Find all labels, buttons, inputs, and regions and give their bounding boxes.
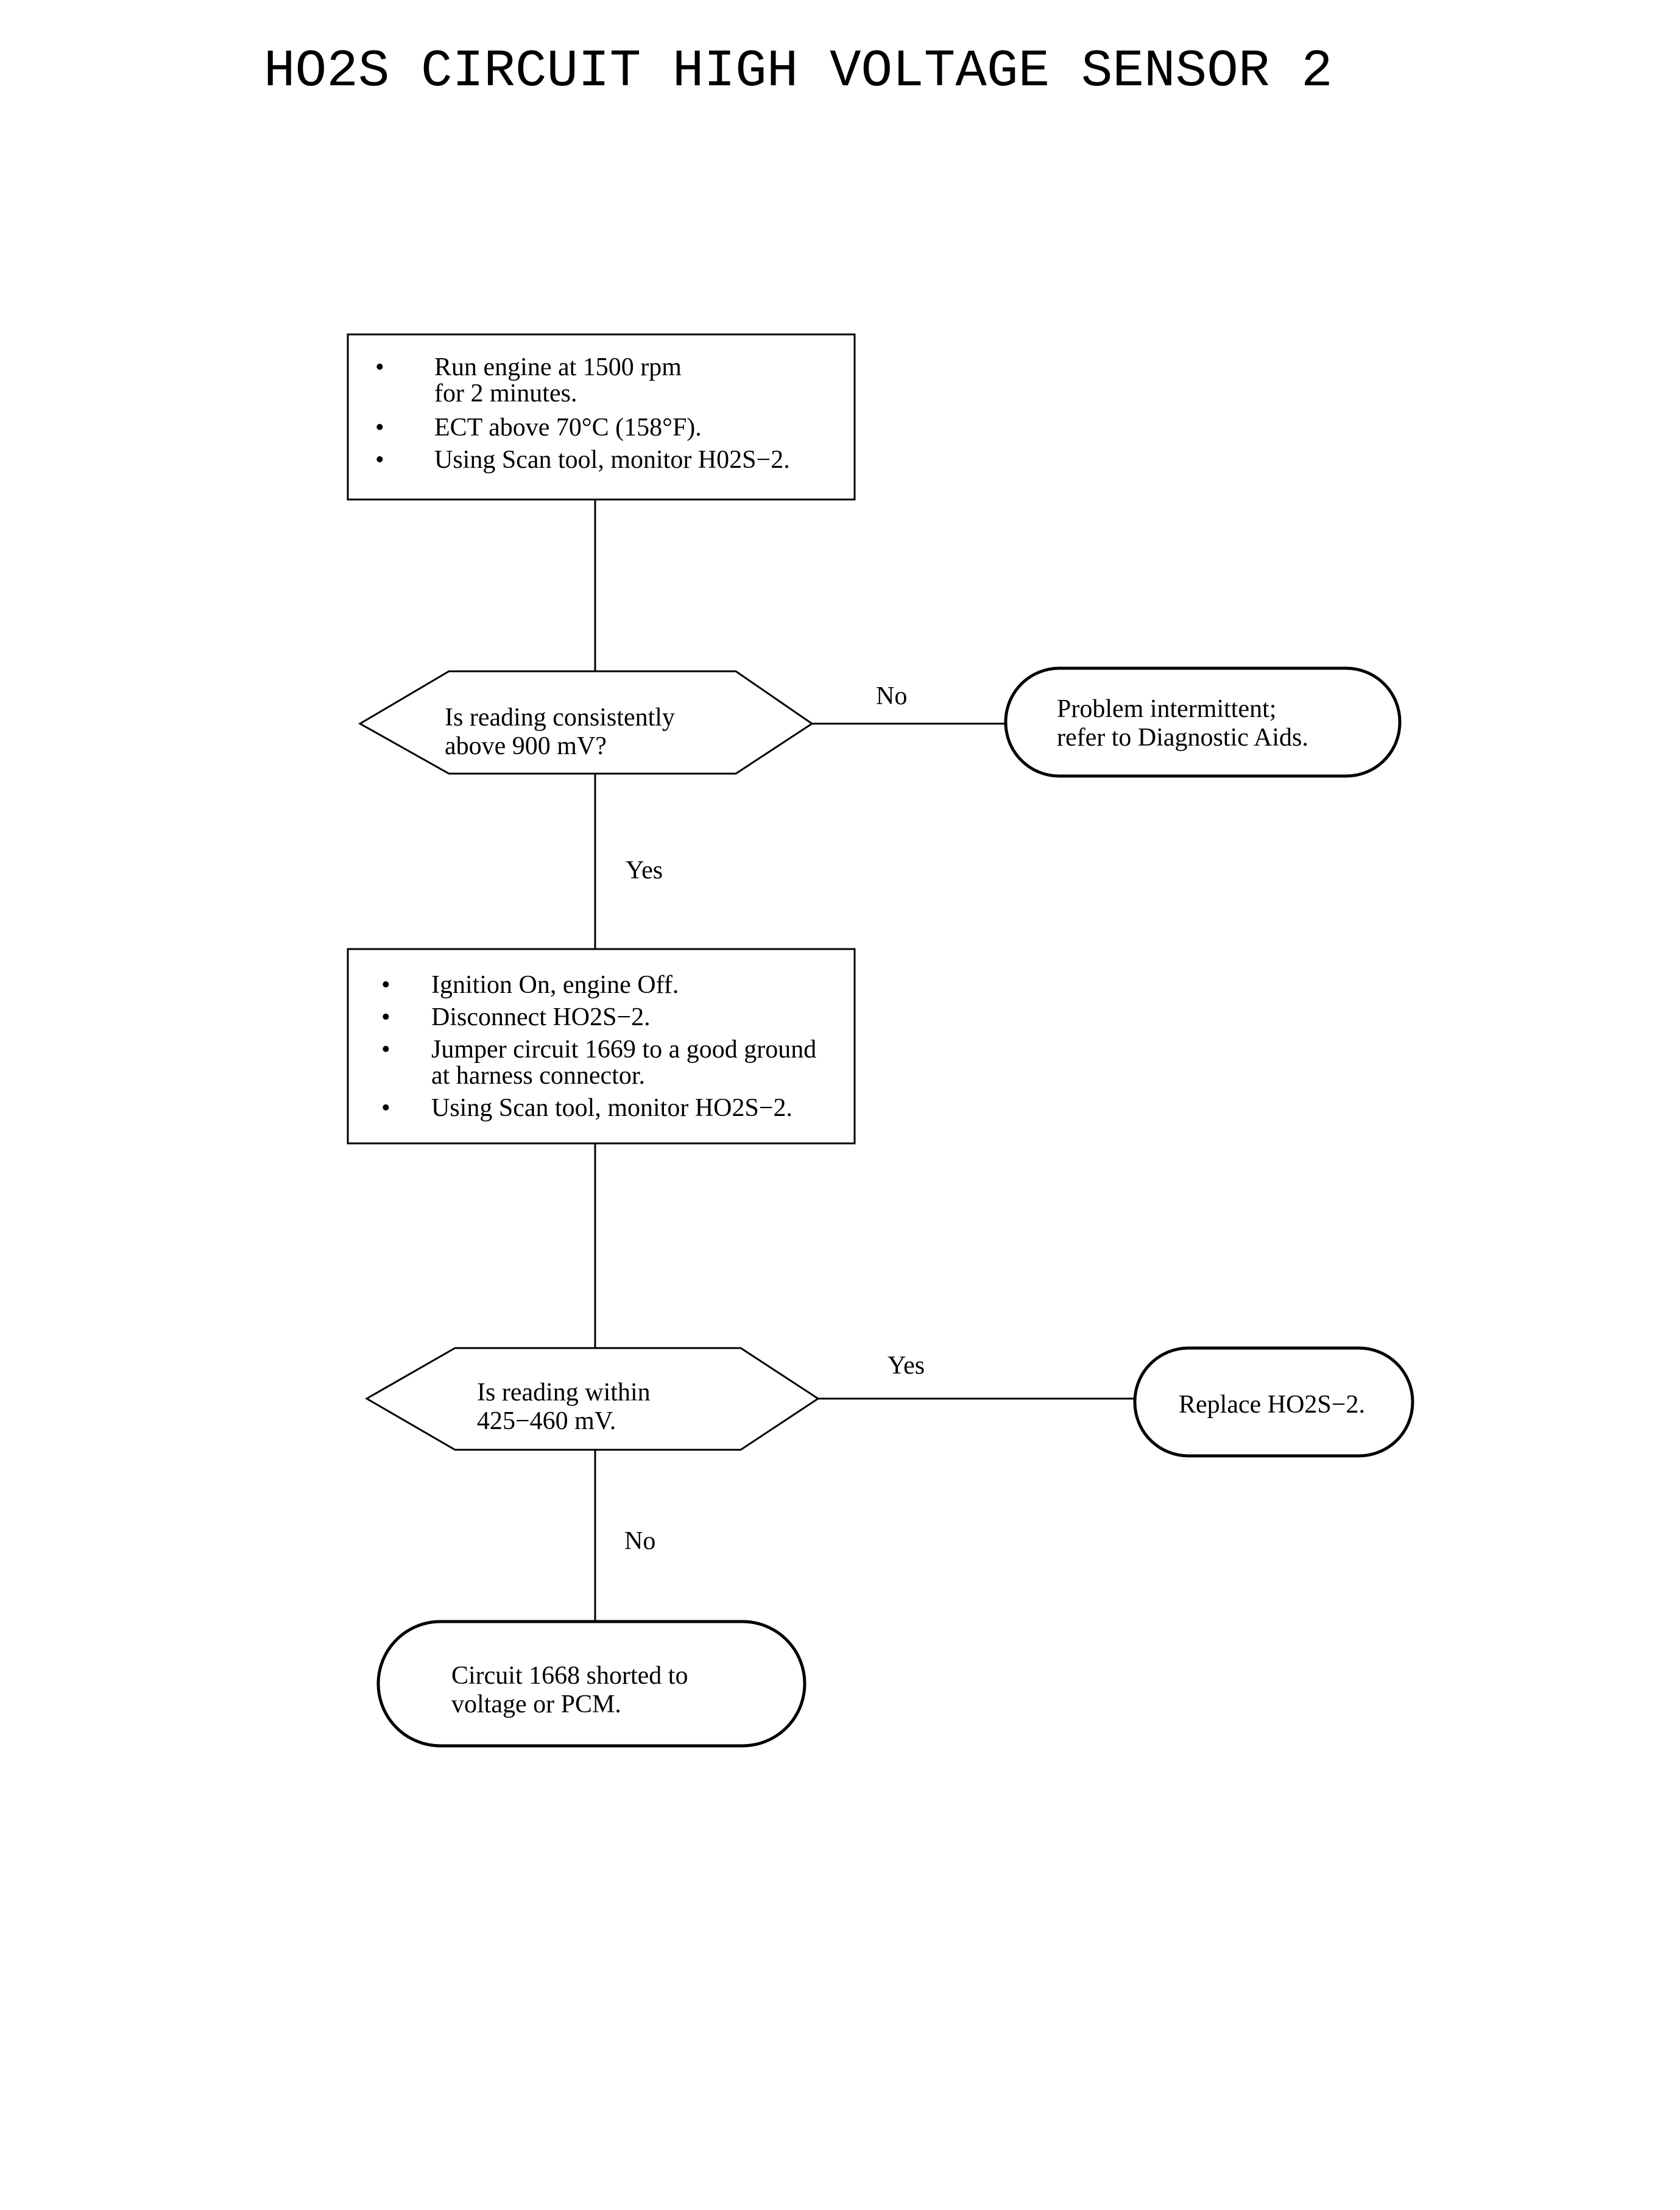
decision2-yes-label: Yes xyxy=(888,1352,925,1380)
decision1-no-label: No xyxy=(876,682,907,710)
step2-box: • Ignition On, engine Off. • Disconnect … xyxy=(347,948,856,1145)
decision1-line-1: Is reading consistently xyxy=(445,704,675,732)
page-title: HO2S CIRCUIT HIGH VOLTAGE SENSOR 2 xyxy=(264,41,1333,101)
step2-line-4: at harness connector. xyxy=(431,1062,645,1090)
step1-line-1: Run engine at 1500 rpm xyxy=(434,353,682,381)
step2-line-5: Using Scan tool, monitor HO2S−2. xyxy=(431,1094,792,1122)
step1-line-3: ECT above 70°C (158°F). xyxy=(434,414,702,442)
step2-bullet-2: • xyxy=(381,1003,390,1031)
decision1-line-2: above 900 mV? xyxy=(445,732,607,760)
result-intermittent-line-2: refer to Diagnostic Aids. xyxy=(1057,724,1308,752)
step1-line-2: for 2 minutes. xyxy=(434,380,577,408)
result-replace-terminal: Replace HO2S−2. xyxy=(1133,1346,1414,1458)
step2-line-2: Disconnect HO2S−2. xyxy=(431,1003,651,1031)
decision2-line-1: Is reading within xyxy=(477,1379,651,1407)
step2-bullet-4: • xyxy=(381,1094,390,1122)
decision1-hexagon: Is reading consistently above 900 mV? xyxy=(358,670,814,775)
result-replace-text: Replace HO2S−2. xyxy=(1179,1391,1365,1419)
step1-bullet-2: • xyxy=(375,414,384,442)
result-shorted-line-2: voltage or PCM. xyxy=(451,1690,621,1718)
step1-box: • Run engine at 1500 rpm for 2 minutes. … xyxy=(347,333,856,501)
decision2-hexagon: Is reading within 425−460 mV. xyxy=(364,1347,820,1451)
result-intermittent-line-1: Problem intermittent; xyxy=(1057,695,1276,723)
result-intermittent-terminal: Problem intermittent; refer to Diagnosti… xyxy=(1004,666,1402,778)
step1-line-4: Using Scan tool, monitor H02S−2. xyxy=(434,446,790,474)
step2-line-3: Jumper circuit 1669 to a good ground xyxy=(431,1036,816,1064)
step2-bullet-1: • xyxy=(381,971,390,999)
decision2-no-label: No xyxy=(624,1527,655,1555)
decision1-yes-label: Yes xyxy=(626,856,663,884)
step1-bullet-1: • xyxy=(375,353,384,381)
step1-bullet-3: • xyxy=(375,446,384,474)
decision2-line-2: 425−460 mV. xyxy=(477,1407,616,1435)
result-shorted-terminal: Circuit 1668 shorted to voltage or PCM. xyxy=(376,1620,806,1748)
step2-bullet-3: • xyxy=(381,1036,390,1064)
result-shorted-line-1: Circuit 1668 shorted to xyxy=(451,1662,688,1690)
step2-line-1: Ignition On, engine Off. xyxy=(431,971,679,999)
